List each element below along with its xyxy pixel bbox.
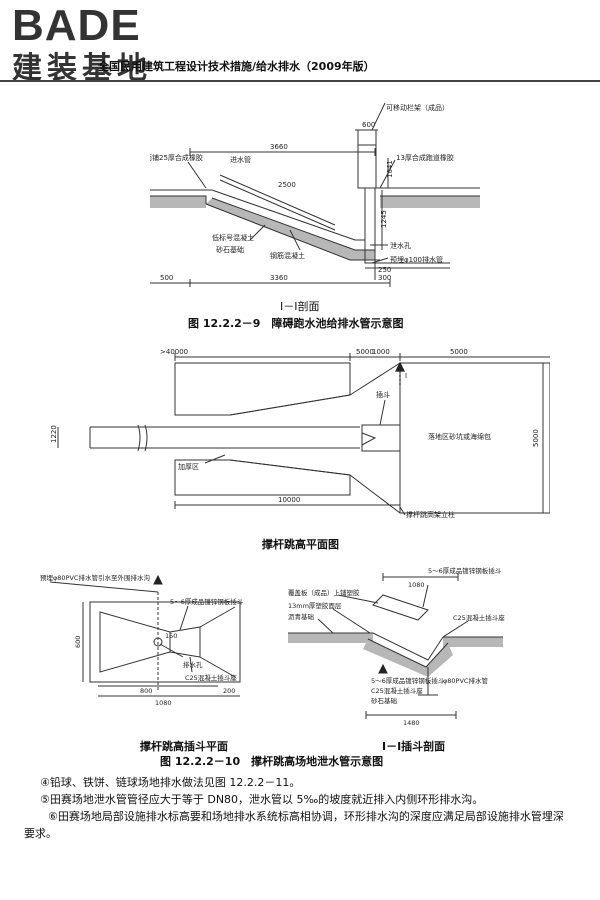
fig1-label-rubber25: 面铺25厚合成橡胶 <box>150 153 203 162</box>
fig1-dim-1245: 1245 <box>380 210 388 228</box>
fig4-title: Ⅰ－Ⅰ插斗剖面 <box>382 740 446 753</box>
fig4-label-layer13: 13mm厚塑胶面层 <box>288 601 342 610</box>
logo-chinese: 建装基地 <box>12 51 152 86</box>
fig2-plan-drawing: >40000 5000 1000 5000 Ⅰ 1220 插斗 落地区砂坑或海绵… <box>50 348 550 519</box>
fig1-label-gravel: 砂石基础 <box>216 245 244 254</box>
fig2-dim-5000-v: 5000 <box>532 429 540 447</box>
fig3-dim-800: 800 <box>140 687 152 695</box>
fig1-section-title: Ⅰ－Ⅰ剖面 <box>280 300 320 313</box>
fig2-dim-40000: >40000 <box>160 348 188 356</box>
fig3-label-steel-plate: 5～6厚成品镀锌钢板插斗 <box>170 597 244 606</box>
fig3-dim-600: 600 <box>74 636 82 648</box>
fig4-label-pvc: φ80PVC排水管 <box>443 676 488 685</box>
fig2-dim-1000: 1000 <box>372 348 390 356</box>
fig1-label-pipe: 预埋φ100排水管 <box>390 255 443 264</box>
fig1-label-inlet: 进水管 <box>230 155 251 164</box>
fig2-dim-5000-b: 5000 <box>450 348 468 356</box>
fig2-label-pole: 撑杆跳高架立柱 <box>406 510 455 519</box>
fig2-label-funnel: 插斗 <box>376 390 390 399</box>
fig2-title: 撑杆跳高平面图 <box>262 538 339 551</box>
fig1-dim-500: 500 <box>160 274 173 282</box>
logo-bade: BADE <box>12 1 141 50</box>
fig3-label-drain: 排水孔 <box>183 660 203 669</box>
fig1-dim-3360: 3360 <box>270 274 288 282</box>
fig1-section-drawing: 可移动栏架（成品） 600 3660 1041 面铺25厚合成橡胶 13厚合成跑… <box>150 102 480 287</box>
fig1-label-concrete: 低标号混凝土 <box>212 233 254 242</box>
fig3-plan-drawing: 预埋φ80PVC排水管引水至外围排水沟 5～6厚成品镀锌钢板插斗 600 150… <box>40 573 244 707</box>
fig4-label-gravel: 砂石基础 <box>371 696 398 705</box>
fig3-dim-200: 200 <box>223 687 235 695</box>
fig4-label-c25seat2: C25混凝土插斗座 <box>371 686 423 695</box>
header-rule <box>0 80 600 82</box>
fig2-label-landing: 落地区砂坑或海绵包 <box>428 432 491 441</box>
fig4-label-cover: 覆盖板（成品）上铺塑胶 <box>288 588 360 597</box>
paragraph-6: ⑥田赛场地局部设施排水标高要和场地排水系统标高相协调，环形排水沟的深度应满足局部… <box>24 810 564 840</box>
fig2-label-thick: 加厚区 <box>178 462 199 471</box>
paragraph-4: ④铅球、铁饼、链球场地排水做法见图 12.2.2－11。 <box>40 776 301 789</box>
fig1-dim-600: 600 <box>362 121 375 129</box>
fig4-section-drawing: 覆盖板（成品）上铺塑胶 5～6厚成品镀锌钢板插斗 1080 13mm厚塑胶面层 … <box>288 566 505 725</box>
fig2-dim-10000: 10000 <box>278 496 300 504</box>
fig3-label-c25seat: C25混凝土插斗座 <box>185 673 237 682</box>
fig-caption-2: 图 12.2.2－10 撑杆跳高场地泄水管示意图 <box>160 755 384 768</box>
fig3-title: 撑杆跳高插斗平面 <box>140 740 228 753</box>
fig2-dim-1220: 1220 <box>50 425 58 443</box>
fig1-dim-2500: 2500 <box>278 181 296 189</box>
paragraph-5: ⑤田赛场地泄水管管径应大于等于 DN80，泄水管以 5‰的坡度就近排入内侧环形排… <box>40 793 484 806</box>
fig3-dim-150: 150 <box>165 632 177 640</box>
fig1-label-rubber13: 13厚合成跑道橡胶 <box>396 153 454 162</box>
fig3-dim-1080: 1080 <box>155 699 172 707</box>
fig2-marker: Ⅰ <box>405 372 407 380</box>
fig1-caption: 图 12.2.2－9 障碍跑水池给排水管示意图 <box>188 317 404 330</box>
fig1-label-rail: 可移动栏架（成品） <box>386 103 449 112</box>
fig4-label-steel2: 5～6厚成品镀锌钢板插斗 <box>371 676 445 685</box>
fig4-dim-1480: 1480 <box>403 719 420 725</box>
book-title: 全国民用建筑工程设计技术措施/给水排水（2009年版） <box>98 60 375 73</box>
fig4-dim-1080: 1080 <box>408 581 425 589</box>
fig1-dim-250: 250 <box>378 266 391 274</box>
fig4-label-asphalt: 沥青基础 <box>288 612 315 621</box>
fig1-dim-300: 300 <box>378 274 391 282</box>
fig3-label-pipe-note: 预埋φ80PVC排水管引水至外围排水沟 <box>40 573 150 582</box>
fig4-label-c25seat: C25混凝土插斗座 <box>453 613 505 622</box>
fig4-label-plate: 5～6厚成品镀锌钢板插斗 <box>428 566 502 575</box>
fig1-label-rc: 钢筋混凝土 <box>270 251 305 260</box>
fig1-label-drain-hole: 泄水孔 <box>390 241 411 250</box>
fig1-dim-3660: 3660 <box>270 143 288 151</box>
fig1-dim-1041: 1041 <box>386 160 394 178</box>
fig2-dim-5000-a: 5000 <box>356 348 374 356</box>
